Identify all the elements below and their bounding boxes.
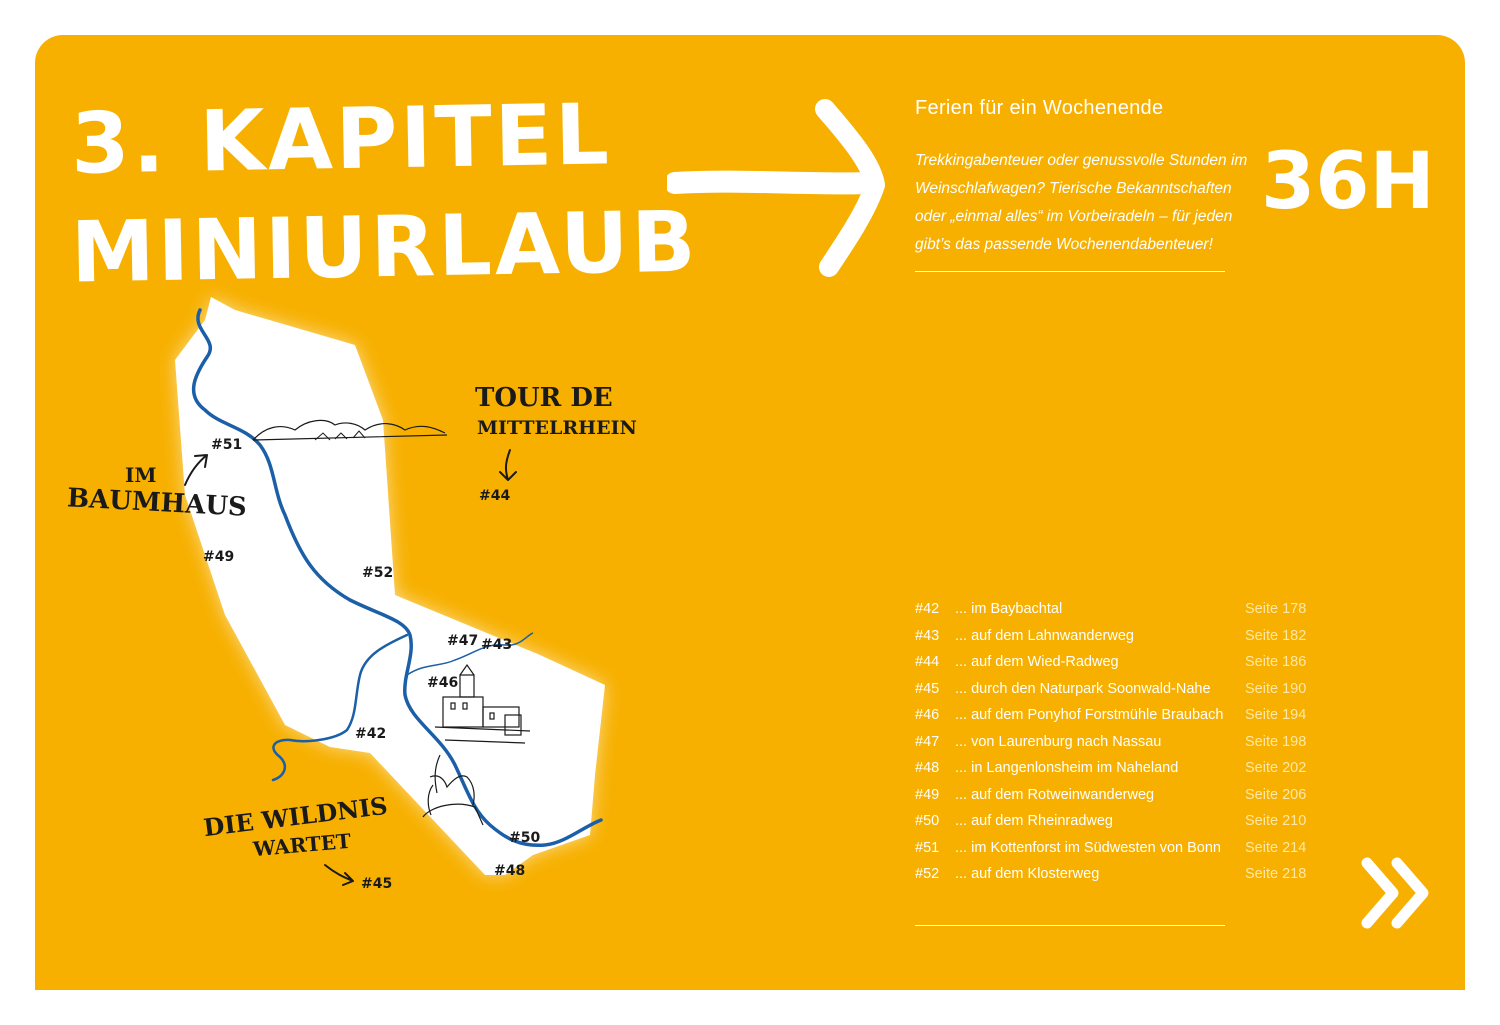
map-pin-46: #46 xyxy=(427,675,459,691)
castle-sketch xyxy=(434,663,531,744)
river-lahn xyxy=(406,632,534,676)
map-pin-51: #51 xyxy=(211,437,243,453)
callout-tour-line1: Tour de xyxy=(475,383,613,413)
double-chevron-right-icon[interactable] xyxy=(1357,855,1437,935)
callout-baumhaus-line1: im xyxy=(125,463,157,487)
arrow-right-icon xyxy=(667,99,885,277)
list-item[interactable]: #51... im Kottenforst im Südwesten von B… xyxy=(915,839,1307,856)
list-item[interactable]: #45... durch den Naturpark Soonwald-Nahe… xyxy=(915,680,1307,697)
chapter-intro: Trekkingabenteuer oder genussvolle Stund… xyxy=(915,152,1248,253)
map-land-shape xyxy=(175,297,605,875)
list-item[interactable]: #46... auf dem Ponyhof Forstmühle Brauba… xyxy=(915,707,1307,723)
arrow-baumhaus-icon xyxy=(184,454,208,486)
statue-sketch xyxy=(422,754,484,826)
chapter-subtitle: Ferien für ein Wochenende xyxy=(915,97,1164,119)
arrow-tour-icon xyxy=(499,449,517,481)
map-pin-48: #48 xyxy=(494,863,526,879)
map-pin-47: #47 xyxy=(447,633,479,649)
map-pin-42: #42 xyxy=(355,726,387,742)
divider-bottom xyxy=(915,925,1225,926)
map-pin-52: #52 xyxy=(362,565,394,581)
chapter-panel: 3. Kapitel Miniurlaub Ferien für ein Woc… xyxy=(35,35,1465,990)
arrow-wildnis-icon xyxy=(324,864,354,886)
map-pin-49: #49 xyxy=(203,549,235,565)
callout-tour-line2: Mittelrhein xyxy=(477,417,637,439)
river-nahe xyxy=(271,633,409,782)
map-pin-44: #44 xyxy=(479,488,511,504)
duration-badge: 36H xyxy=(1261,137,1435,227)
hills-sketch xyxy=(252,419,448,441)
region-map xyxy=(175,297,605,886)
map-pin-43: #43 xyxy=(481,637,513,653)
divider-top xyxy=(915,271,1225,272)
river-rhine xyxy=(191,308,603,847)
map-pin-50: #50 xyxy=(509,830,541,846)
map-pin-45: #45 xyxy=(361,876,393,892)
